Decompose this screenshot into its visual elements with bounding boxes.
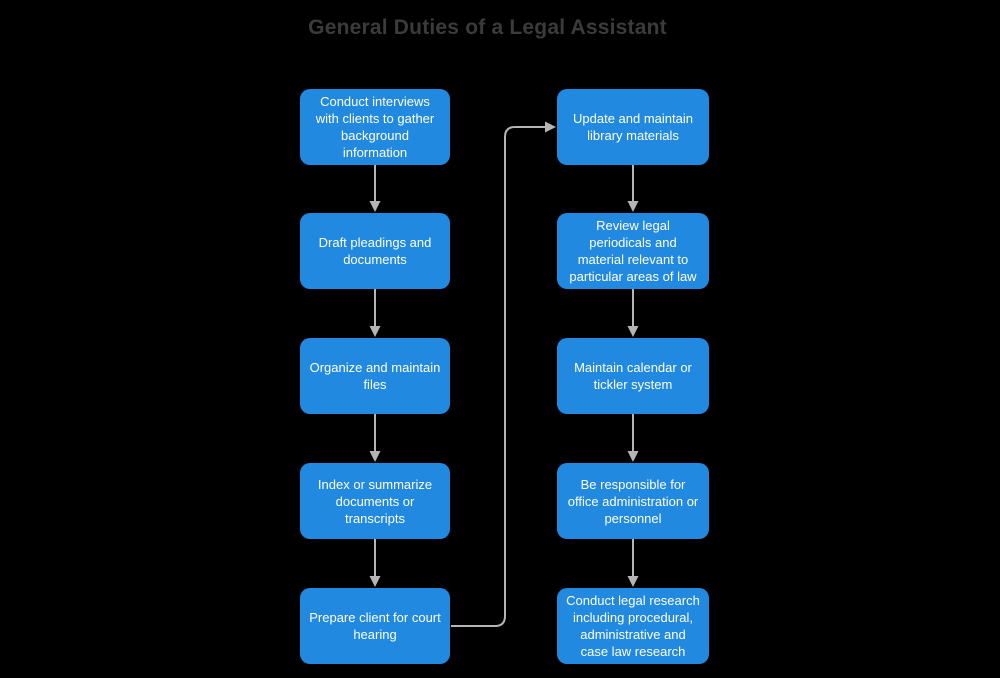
flow-node-label: Review legal periodicals and material re… [569, 218, 697, 284]
flow-node-prepare-client: Prepare client for court hearing [300, 588, 450, 664]
arrow-right-1 [627, 165, 639, 212]
flow-node-update-library: Update and maintain library materials [557, 89, 709, 165]
arrow-left-4 [369, 539, 381, 587]
arrow-left-3 [369, 414, 381, 462]
flow-node-maintain-calendar: Maintain calendar or tickler system [557, 338, 709, 414]
flow-node-label: Conduct interviews with clients to gathe… [315, 94, 435, 160]
arrow-left-1 [369, 165, 381, 212]
arrow-right-2 [627, 289, 639, 337]
flow-node-label: Index or summarize documents or transcri… [317, 476, 433, 526]
flow-node-organize-files: Organize and maintain files [300, 338, 450, 414]
flow-node-label: Be responsible for office administration… [567, 476, 699, 526]
flow-node-label: Maintain calendar or tickler system [574, 360, 692, 392]
flow-node-label: Draft pleadings and documents [318, 235, 432, 267]
flow-node-index-summarize: Index or summarize documents or transcri… [300, 463, 450, 539]
arrow-right-4 [627, 539, 639, 587]
flow-node-label: Update and maintain library materials [573, 111, 693, 143]
diagram-title: General Duties of a Legal Assistant [308, 16, 667, 39]
flow-node-legal-research: Conduct legal research including procedu… [557, 588, 709, 664]
arrow-cross-column [451, 121, 556, 627]
flow-node-conduct-interviews: Conduct interviews with clients to gathe… [300, 89, 450, 165]
flow-node-office-administration: Be responsible for office administration… [557, 463, 709, 539]
arrow-left-2 [369, 289, 381, 337]
flow-node-label: Prepare client for court hearing [309, 610, 441, 642]
flow-node-label: Organize and maintain files [309, 360, 441, 392]
arrow-right-3 [627, 414, 639, 462]
flow-node-draft-pleadings: Draft pleadings and documents [300, 213, 450, 289]
flow-node-review-periodicals: Review legal periodicals and material re… [557, 213, 709, 289]
flow-node-label: Conduct legal research including procedu… [566, 593, 700, 659]
